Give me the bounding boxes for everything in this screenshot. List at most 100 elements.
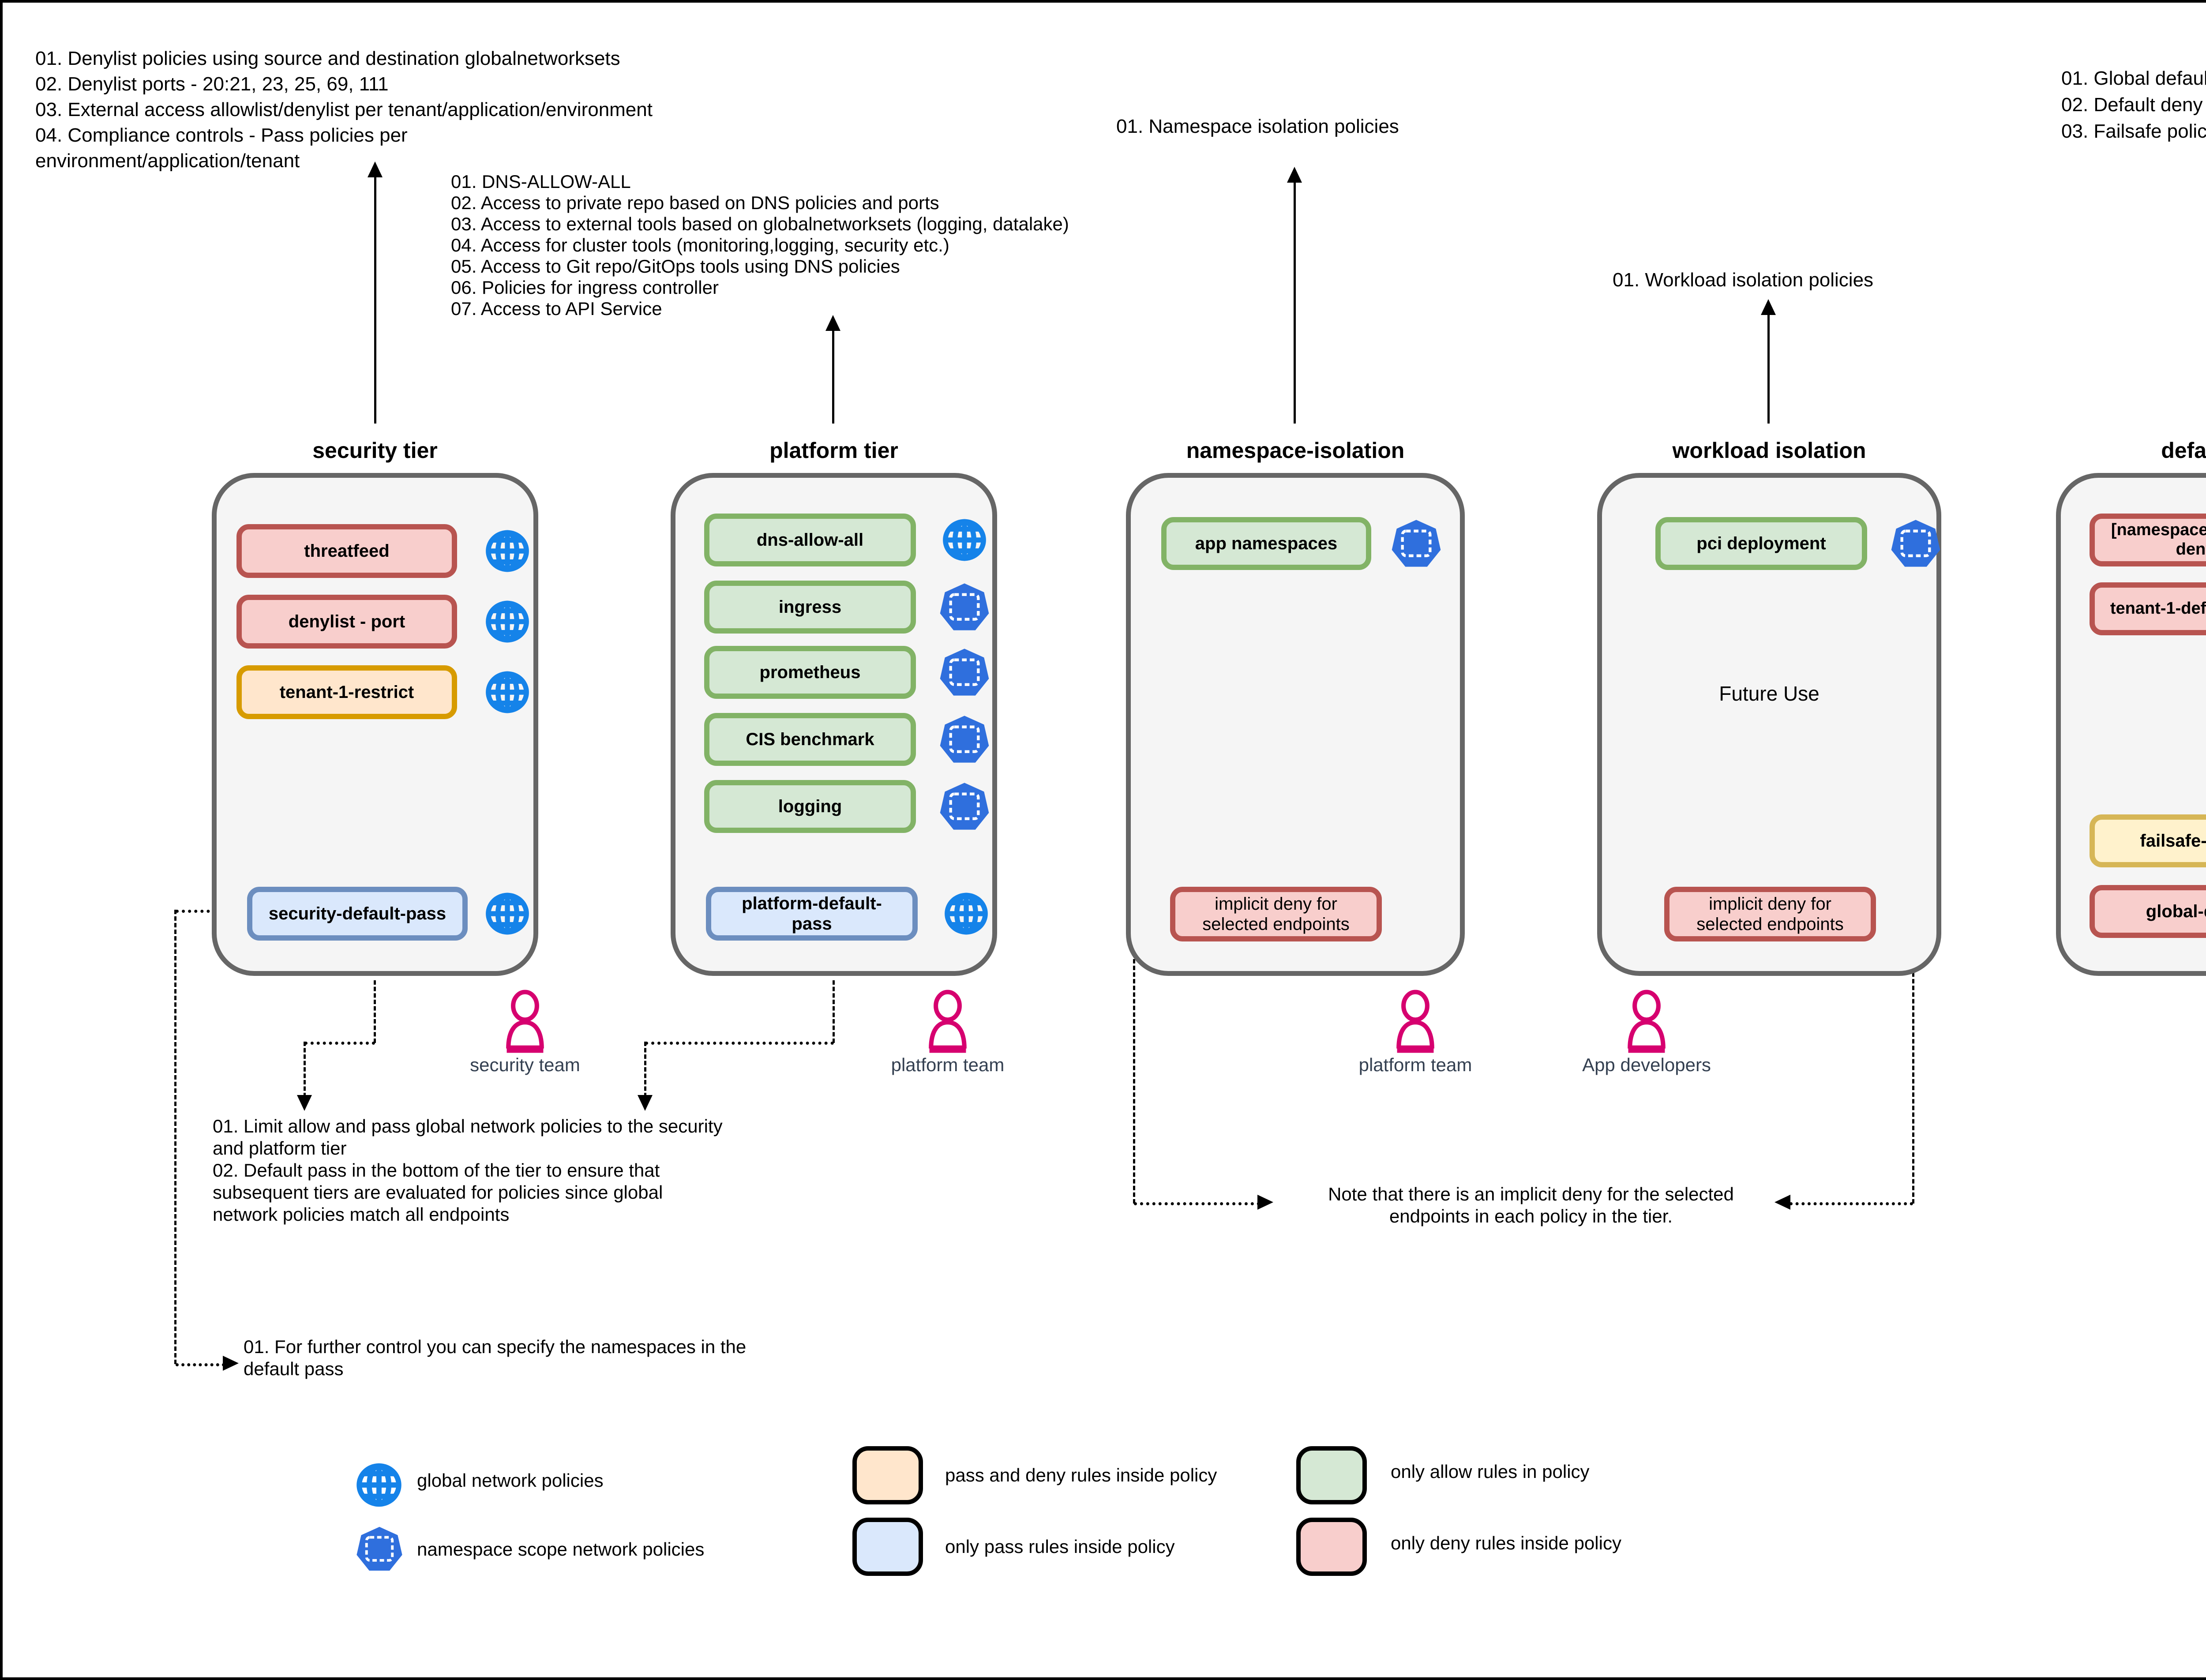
connector-arrowhead-icon — [1257, 1195, 1273, 1210]
namespace-icon — [1390, 519, 1443, 568]
namespace-icon — [938, 715, 991, 764]
policy-box-namespace-default-deny: [namespace]-default-deny — [2090, 514, 2206, 566]
policy-box-failsafe-allow: failsafe-allow — [2090, 814, 2206, 867]
connector-dashed — [1134, 1202, 1260, 1205]
connector-dashed — [176, 1363, 225, 1366]
note-line: 01. DNS-ALLOW-ALL — [451, 171, 631, 192]
connector-dashed — [1790, 1202, 1913, 1205]
note-line: 04. Compliance controls - Pass policies … — [35, 124, 408, 146]
future-use-label: Future Use — [1719, 682, 1820, 705]
policy-box-prometheus: prometheus — [704, 646, 916, 699]
platform-tier-note: 01. DNS-ALLOW-ALL 02. Access to private … — [451, 171, 1069, 319]
globe-icon — [482, 669, 533, 715]
namespace-icon — [938, 582, 991, 632]
legend-label-blue: only pass rules inside policy — [945, 1536, 1175, 1557]
note-line: 01. Denylist policies using source and d… — [35, 48, 620, 69]
note-line: 05. Access to Git repo/GitOps tools usin… — [451, 256, 900, 277]
note-line: 03. Failsafe policies — [2061, 120, 2206, 142]
namespace-isolation-tier-title: namespace-isolation — [1186, 438, 1405, 463]
connector-arrowhead-icon — [223, 1356, 239, 1371]
globe-icon — [482, 599, 533, 645]
security-tier-title: security tier — [312, 438, 438, 463]
default-tier-note: 01. Global default deny 02. Default deny… — [2061, 65, 2206, 145]
connector-dashed — [833, 980, 835, 1043]
legend-label-global: global network policies — [417, 1470, 604, 1491]
note-line: 02. Default pass in the bottom of the ti… — [213, 1160, 660, 1181]
connector-arrowhead-icon — [297, 1095, 312, 1111]
policy-box-logging: logging — [704, 780, 916, 833]
namespace-icon — [1889, 519, 1942, 568]
person-icon — [500, 989, 550, 1060]
policy-box-pci-deployment: pci deployment — [1655, 517, 1867, 570]
team-label-app-developers: App developers — [1582, 1054, 1711, 1075]
connector-dashed — [304, 1042, 306, 1097]
implicit-deny-note: Note that there is an implicit deny for … — [1266, 1183, 1796, 1227]
note-line: 03. Access to external tools based on gl… — [451, 214, 1069, 234]
workload-isolation-tier-title: workload isolation — [1672, 438, 1866, 463]
policy-box-app-namespaces: app namespaces — [1161, 517, 1371, 570]
policy-box-cis-benchmark: CIS benchmark — [704, 713, 916, 766]
workload-arrow-line — [1767, 314, 1770, 424]
connector-dashed — [1133, 912, 1135, 1204]
note-line: 01. Limit allow and pass global network … — [213, 1116, 723, 1136]
policy-box-implicit-deny-ns: implicit deny for selected endpoints — [1170, 887, 1382, 941]
team-label-platform-2: platform team — [1358, 1054, 1472, 1075]
platform-arrowhead-icon — [825, 315, 840, 331]
globe-icon — [482, 891, 533, 937]
note-line: Note that there is an implicit deny for … — [1328, 1184, 1734, 1204]
policy-box-denylist-port: denylist - port — [236, 595, 457, 649]
workload-isolation-note: 01. Workload isolation policies — [1613, 269, 1874, 291]
policy-box-ingress: ingress — [704, 581, 916, 634]
connector-dashed — [644, 1042, 646, 1097]
note-line: 04. Access for cluster tools (monitoring… — [451, 235, 949, 255]
further-control-note: 01. For further control you can specify … — [244, 1336, 746, 1380]
legend-swatch-orange — [852, 1446, 923, 1504]
namespace-isolation-note: 01. Namespace isolation policies — [1116, 116, 1399, 137]
legend-label-orange: pass and deny rules inside policy — [945, 1465, 1217, 1485]
note-line: 01. For further control you can specify … — [244, 1336, 747, 1357]
tier-pass-note: 01. Limit allow and pass global network … — [213, 1115, 723, 1226]
policy-box-dns-allow-all: dns-allow-all — [704, 514, 916, 566]
connector-arrowhead-icon — [638, 1095, 653, 1111]
note-line: 03. External access allowlist/denylist p… — [35, 99, 653, 120]
connector-dashed — [176, 910, 247, 913]
policy-box-platform-default-pass: platform-default-pass — [706, 887, 918, 941]
note-line: 07. Access to API Service — [451, 298, 662, 319]
note-line: 06. Policies for ingress controller — [451, 277, 719, 298]
security-arrowhead-icon — [368, 161, 383, 177]
policy-box-tenant-1-restrict: tenant-1-restrict — [236, 665, 457, 719]
connector-dashed — [1912, 912, 1914, 1204]
policy-box-global-deny: global-deny — [2090, 885, 2206, 938]
workload-arrowhead-icon — [1761, 299, 1776, 315]
team-label-security: security team — [470, 1054, 580, 1075]
person-icon — [1391, 989, 1440, 1060]
team-label-platform: platform team — [891, 1054, 1005, 1075]
connector-dashed — [645, 1042, 834, 1045]
note-line: endpoints in each policy in the tier. — [1389, 1206, 1673, 1226]
legend-label-green: only allow rules in policy — [1391, 1461, 1590, 1482]
policy-box-implicit-deny-wl: implicit deny for selected endpoints — [1664, 887, 1876, 941]
security-tier-note: 01. Denylist policies using source and d… — [35, 46, 653, 174]
platform-arrow-line — [832, 330, 834, 424]
legend-label-namespace: namespace scope network policies — [417, 1539, 705, 1560]
globe-icon — [941, 891, 992, 937]
note-line: and platform tier — [213, 1138, 347, 1159]
namespace-icon — [938, 648, 991, 697]
connector-dashed — [174, 910, 176, 1364]
namespace-icon — [355, 1523, 404, 1575]
legend-label-red: only deny rules inside policy — [1391, 1533, 1621, 1553]
namespace-arrowhead-icon — [1287, 167, 1302, 183]
connector-dashed — [374, 980, 376, 1043]
legend-swatch-green — [1296, 1446, 1367, 1504]
security-arrow-line — [374, 176, 376, 424]
legend-swatch-red — [1296, 1518, 1367, 1576]
namespace-icon — [938, 782, 991, 831]
note-line: 02. Access to private repo based on DNS … — [451, 192, 939, 213]
connector-dashed — [304, 1042, 375, 1045]
note-line: 01. Global default deny — [2061, 68, 2206, 89]
globe-icon — [353, 1461, 405, 1509]
person-icon — [1622, 989, 1671, 1060]
default-tier-title: default tier — [2161, 438, 2206, 463]
note-line: default pass — [244, 1358, 344, 1379]
